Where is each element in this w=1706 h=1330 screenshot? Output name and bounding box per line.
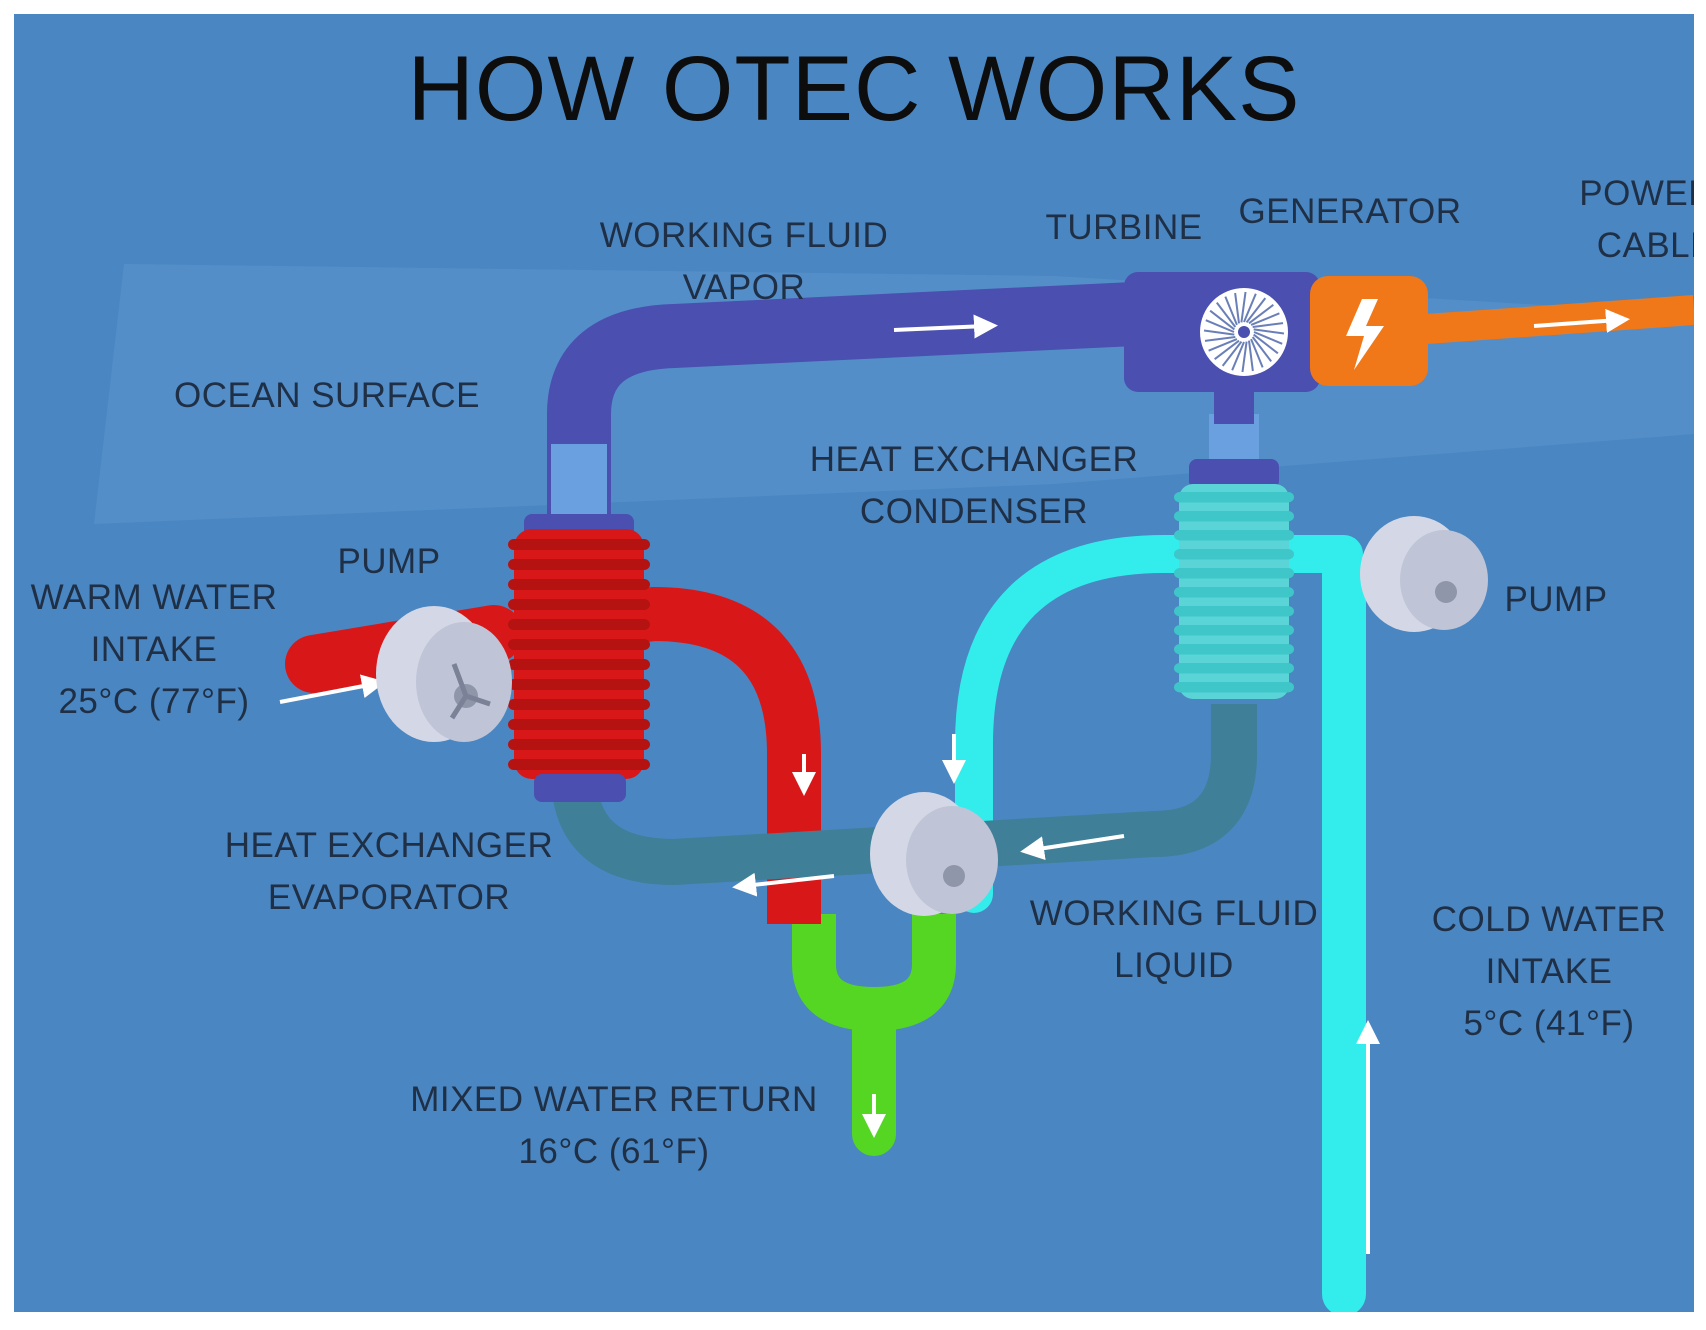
- turbine-wheel-icon: [1200, 288, 1288, 376]
- otec-system-illustration: [94, 264, 1694, 1312]
- turbine-blade: [1214, 339, 1240, 360]
- turbine-blade: [1251, 336, 1272, 362]
- coil-fin: [508, 679, 650, 690]
- label-warm-water-intake: WARM WATER INTAKE 25°C (77°F): [30, 578, 278, 721]
- label-power-cable: POWER CABLE: [1579, 174, 1694, 265]
- turbine-blade: [1221, 341, 1243, 367]
- turbine-blade: [1243, 293, 1257, 323]
- liquid-flow-arrow: [1020, 834, 1125, 861]
- turbine-blade: [1253, 331, 1283, 345]
- lightning-bolt-icon: [1346, 299, 1384, 370]
- turbine-blade: [1208, 338, 1238, 352]
- coil-fin: [1174, 663, 1294, 674]
- coil-fin: [508, 739, 650, 750]
- turbine-blade: [1209, 309, 1235, 331]
- coil-fin: [508, 559, 650, 570]
- turbine-blade: [1205, 319, 1235, 333]
- coil-fin: [508, 699, 650, 710]
- turbine-blade: [1252, 322, 1284, 328]
- label-working-fluid-liquid: WORKING FLUID LIQUID: [1029, 894, 1319, 985]
- label-heat-exchanger-evaporator: HEAT EXCHANGER EVAPORATOR: [224, 826, 554, 917]
- liquid-pump-icon: [870, 792, 998, 916]
- coil-fin: [1174, 625, 1294, 636]
- label-generator: GENERATOR: [1238, 192, 1462, 231]
- coil-fin: [1174, 530, 1294, 541]
- turbine-blade: [1240, 291, 1247, 323]
- warm-pump-icon: [376, 606, 512, 742]
- coil-fin: [1174, 644, 1294, 655]
- turbine-blade: [1204, 336, 1236, 342]
- turbine-blade: [1250, 338, 1264, 368]
- turbine-blade: [1231, 341, 1245, 371]
- label-pump-cold: PUMP: [1504, 580, 1608, 619]
- label-working-fluid-vapor: WORKING FLUID VAPOR: [599, 216, 889, 307]
- coil-fin: [508, 579, 650, 590]
- coil-fin: [1174, 549, 1294, 560]
- turbine-blade: [1234, 292, 1240, 324]
- coil-fin: [1174, 682, 1294, 693]
- coil-fin: [508, 659, 650, 670]
- turbine-blade: [1203, 329, 1235, 336]
- label-pump-warm: PUMP: [337, 542, 441, 581]
- turbine-blade: [1253, 333, 1279, 355]
- power-flow-arrow: [1533, 308, 1630, 333]
- coil-fin: [1174, 511, 1294, 522]
- power-cable-line: [1424, 295, 1694, 344]
- vapor-flow-arrow: [893, 314, 998, 339]
- vapor-pipe: [547, 282, 1136, 524]
- cold-pump-icon: [1360, 516, 1488, 632]
- label-heat-exchanger-condenser: HEAT EXCHANGER CONDENSER: [809, 440, 1139, 531]
- liquid-flow-arrow-left: [732, 872, 835, 897]
- turbine-blade: [1253, 328, 1285, 335]
- warm-flow-arrow: [279, 674, 386, 704]
- coil-fin: [1174, 492, 1294, 503]
- turbine-blade: [1250, 312, 1280, 326]
- coil-fin: [1174, 568, 1294, 579]
- turbine-blade: [1248, 340, 1254, 372]
- condenser-coil: [1174, 414, 1294, 699]
- label-turbine: TURBINE: [1045, 208, 1203, 247]
- coil-fin: [1174, 587, 1294, 598]
- coil-fin: [508, 619, 650, 630]
- turbine-blade: [1216, 302, 1237, 328]
- label-cold-water-intake: COLD WATER INTAKE 5°C (41°F): [1431, 900, 1667, 1043]
- turbine-blade: [1224, 296, 1238, 326]
- coil-fin: [508, 759, 650, 770]
- coil-fin: [508, 639, 650, 650]
- coil-fin: [1174, 606, 1294, 617]
- coil-fin: [508, 719, 650, 730]
- evaporator-coil: [508, 514, 650, 802]
- turbine-blade: [1245, 297, 1267, 323]
- turbine-blade: [1241, 341, 1248, 373]
- turbine-blade: [1248, 304, 1274, 325]
- cold-water-pipe: [942, 535, 1380, 1312]
- diagram-title: HOW OTEC WORKS: [407, 38, 1301, 140]
- label-mixed-water-return: MIXED WATER RETURN 16°C (61°F): [410, 1080, 818, 1171]
- ocean-panel: HOW OTEC WORKS WORKING FLUID VAPOR TURBI…: [14, 14, 1694, 1312]
- coil-fin: [508, 599, 650, 610]
- coil-fin: [508, 539, 650, 550]
- mixed-water-pipe: [792, 914, 956, 1156]
- label-ocean-surface: OCEAN SURFACE: [174, 376, 480, 415]
